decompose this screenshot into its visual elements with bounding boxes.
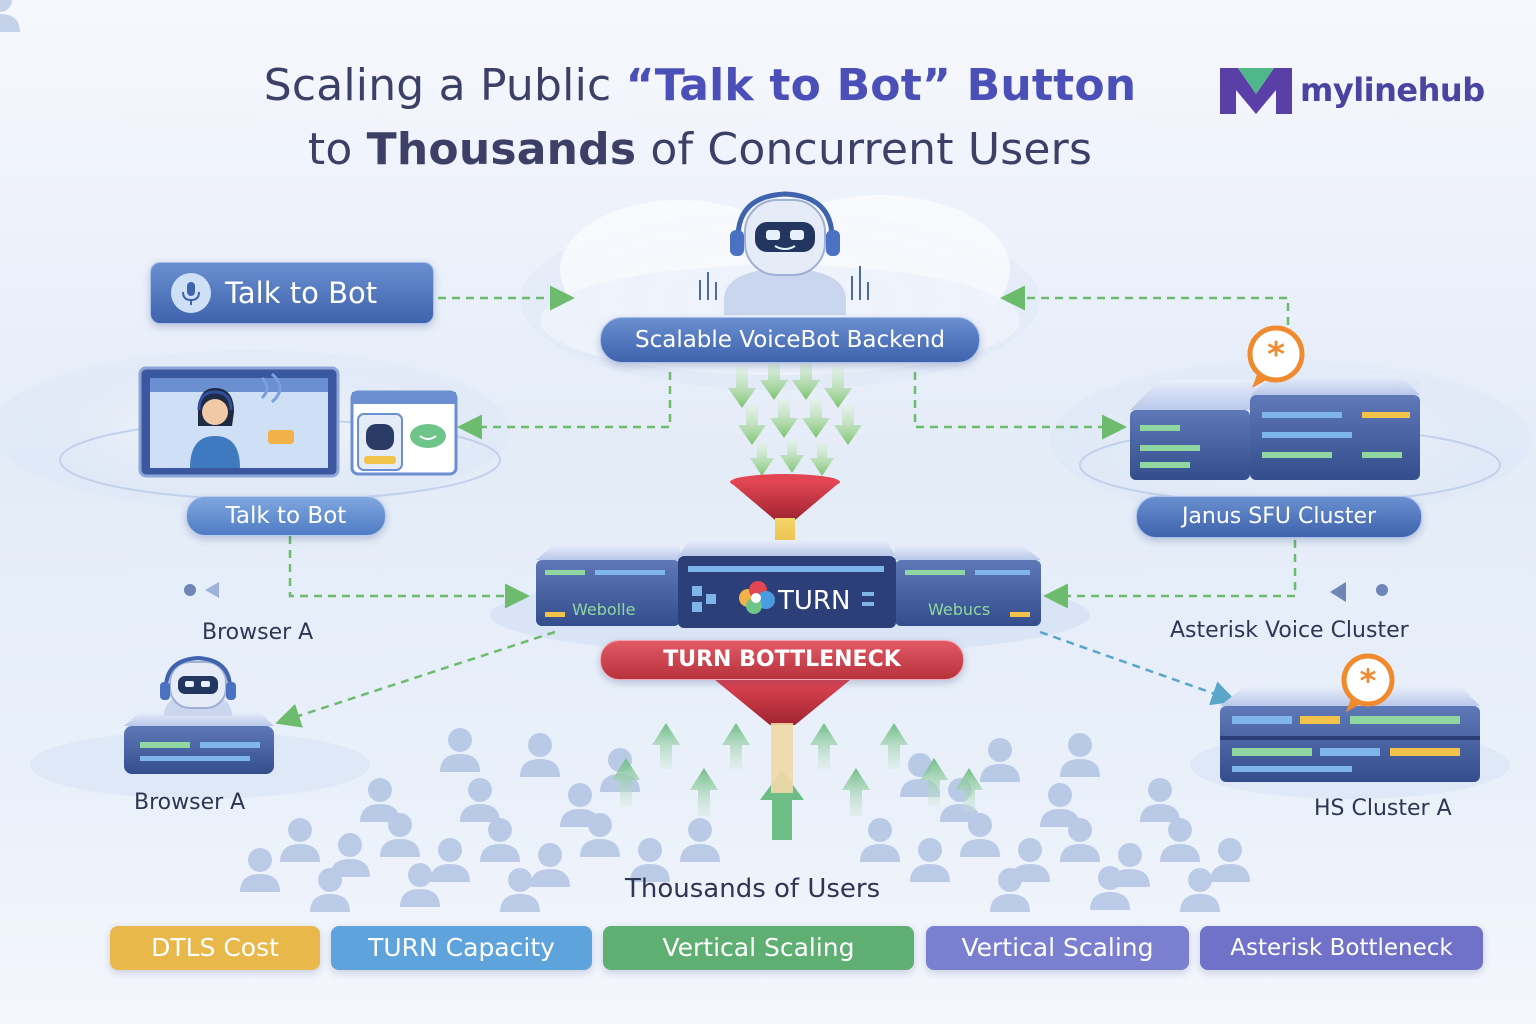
turn-bottleneck-label: TURN BOTTLENECK: [600, 640, 964, 680]
title-line-2-start: to: [307, 124, 367, 175]
title-line-2-bold: Thousands: [366, 124, 637, 175]
tag-vertical-scaling-2: Vertical Scaling: [926, 926, 1189, 970]
talk-to-bot-button-label: Talk to Bot: [225, 276, 378, 310]
asterisk-voice-cluster-label: Asterisk Voice Cluster: [1170, 618, 1409, 643]
title-line-1-accent: “Talk to Bot”: [625, 60, 952, 111]
title-line-1-end: Button: [951, 60, 1137, 111]
browser-a-bottom-label: Browser A: [134, 790, 246, 815]
thousands-of-users-label: Thousands of Users: [625, 874, 881, 904]
svg-text:*: *: [1360, 662, 1377, 700]
tag-asterisk-bottleneck: Asterisk Bottleneck: [1200, 926, 1483, 970]
tag-vertical-scaling-1: Vertical Scaling: [603, 926, 914, 970]
title-line-1-start: Scaling a Public: [263, 60, 626, 111]
brand-name: mylinehub: [1300, 71, 1485, 109]
brand-m-icon: [1220, 68, 1292, 114]
title-line-1: Scaling a Public “Talk to Bot” Button: [0, 60, 1468, 111]
browser-a-top-label: Browser A: [202, 620, 314, 645]
webrtc-left-label: Webolle: [572, 600, 636, 619]
hs-cluster-label: HS Cluster A: [1314, 796, 1452, 821]
microphone-icon: [171, 273, 211, 313]
webrtc-right-label: Webucs: [928, 600, 991, 619]
turn-server-label: TURN: [778, 586, 851, 616]
brand-logo: mylinehub: [1218, 64, 1485, 116]
tag-dtls-cost: DTLS Cost: [110, 926, 320, 970]
svg-text:*: *: [1267, 335, 1285, 375]
voicebot-backend-label: Scalable VoiceBot Backend: [600, 317, 980, 363]
title-line-2-end: of Concurrent Users: [636, 124, 1093, 175]
agent-talk-to-bot-label: Talk to Bot: [186, 496, 386, 536]
janus-sfu-cluster-label: Janus SFU Cluster: [1136, 496, 1422, 538]
title-line-2: to Thousands of Concurrent Users: [0, 124, 1468, 175]
tag-turn-capacity: TURN Capacity: [331, 926, 592, 970]
talk-to-bot-button[interactable]: Talk to Bot: [150, 262, 434, 324]
